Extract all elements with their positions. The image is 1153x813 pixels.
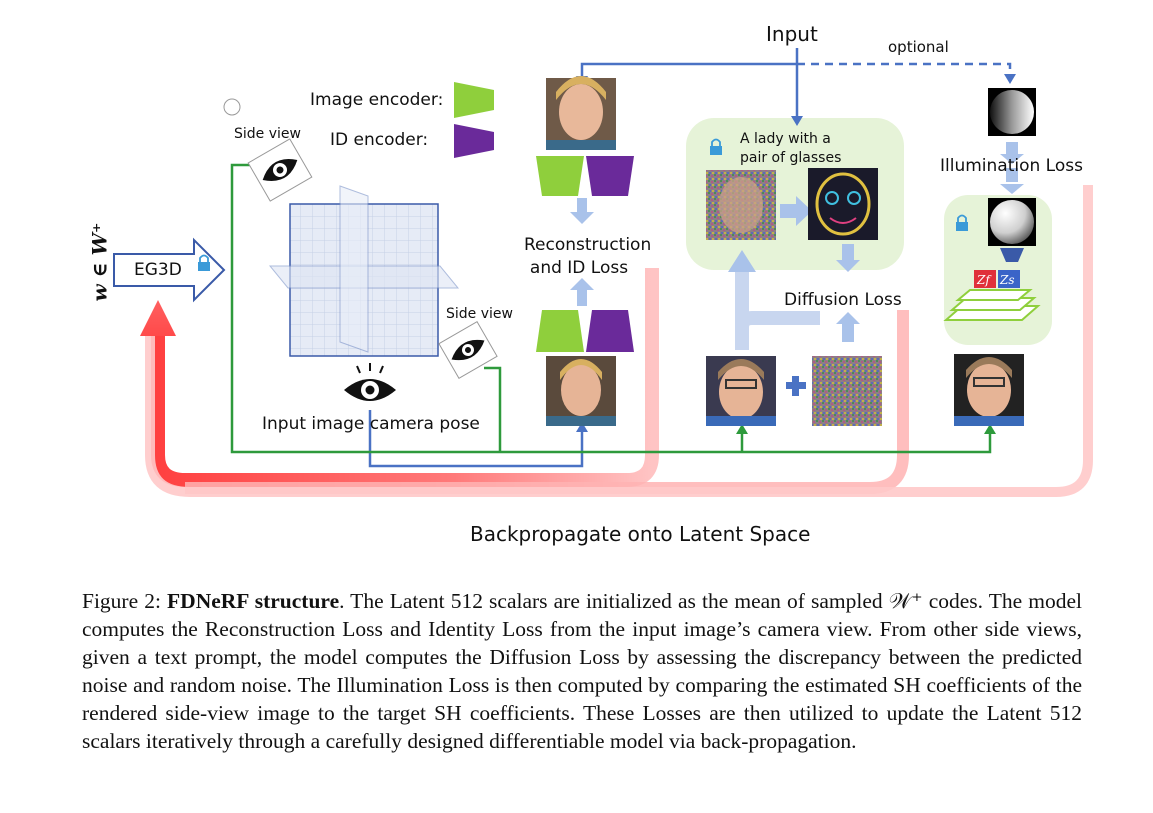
- input-face-image-top: [546, 76, 616, 150]
- image-encoder-label: Image encoder:: [310, 90, 444, 110]
- image-encoder-bottom: [536, 310, 584, 352]
- zs-label: Zs: [999, 273, 1015, 287]
- caption-text: . The Latent 512 scalars are initialized…: [82, 589, 1082, 753]
- optional-label: optional: [888, 38, 949, 56]
- image-encoder-legend-icon: [454, 82, 494, 118]
- id-encoder-legend-icon: [454, 124, 494, 158]
- fdnerf-diagram: Zf Zs: [113, 48, 1093, 497]
- sh-estimator-stack: [943, 289, 1041, 321]
- reconstruction-line2: and ID Loss: [529, 258, 629, 278]
- id-encoder-top: [586, 156, 634, 196]
- lock-icon-illumination: [956, 214, 968, 231]
- caption-prefix: Figure 2:: [82, 589, 168, 613]
- noisy-face-image: [706, 170, 776, 240]
- figure-caption: Figure 2: FDNeRF structure. The Latent 5…: [82, 587, 1082, 755]
- plus-icon: [786, 376, 806, 396]
- predicted-noise-image: [808, 168, 878, 240]
- reconstruction-loss-label: Reconstruction and ID Loss: [524, 234, 652, 280]
- flow-arrows-light: [570, 142, 1024, 350]
- camera-pose-label: Input image camera pose: [262, 414, 480, 434]
- side-view-eye-icon-top: [247, 138, 313, 202]
- zs-box: [998, 270, 1020, 288]
- rendered-face-image: [546, 356, 616, 426]
- side-view-label-top: Side view: [234, 126, 301, 142]
- diffusion-loss-label: Diffusion Loss: [784, 290, 902, 310]
- side-view-label-right: Side view: [446, 306, 513, 322]
- image-encoder-top: [536, 156, 584, 196]
- illumination-loss-label: Illumination Loss: [940, 156, 1083, 176]
- text-prompt: A lady with a pair of glasses: [740, 130, 841, 168]
- random-noise-image: [812, 356, 882, 426]
- lock-icon-diffusion: [710, 138, 722, 155]
- id-encoder-bottom: [586, 310, 634, 352]
- input-label: Input: [766, 22, 818, 46]
- backprop-arrow: [140, 185, 1093, 497]
- caption-bold: FDNeRF structure: [167, 589, 340, 613]
- side-view-eye-icon-right: [438, 320, 498, 380]
- illumination-face-image: [954, 354, 1024, 426]
- input-arrows: [580, 48, 1012, 118]
- eg3d-block: [113, 237, 226, 303]
- zf-label: Zf: [976, 273, 992, 287]
- side-view-face-image: [706, 356, 776, 426]
- eg3d-label: EG3D: [134, 260, 182, 280]
- lock-icon-eg3d: [198, 254, 210, 271]
- prompt-line2: pair of glasses: [740, 150, 842, 166]
- camera-pose-eye-icon: [344, 363, 396, 401]
- id-encoder-label: ID encoder:: [330, 130, 429, 150]
- zf-box: [974, 270, 996, 288]
- latent-label: w ∈ W⁺: [87, 222, 112, 302]
- backprop-label: Backpropagate onto Latent Space: [470, 522, 811, 546]
- side-view-paths: [230, 163, 992, 454]
- triplane-volume: [223, 98, 460, 357]
- prompt-line1: A lady with a: [740, 131, 831, 147]
- reconstruction-line1: Reconstruction: [524, 235, 652, 255]
